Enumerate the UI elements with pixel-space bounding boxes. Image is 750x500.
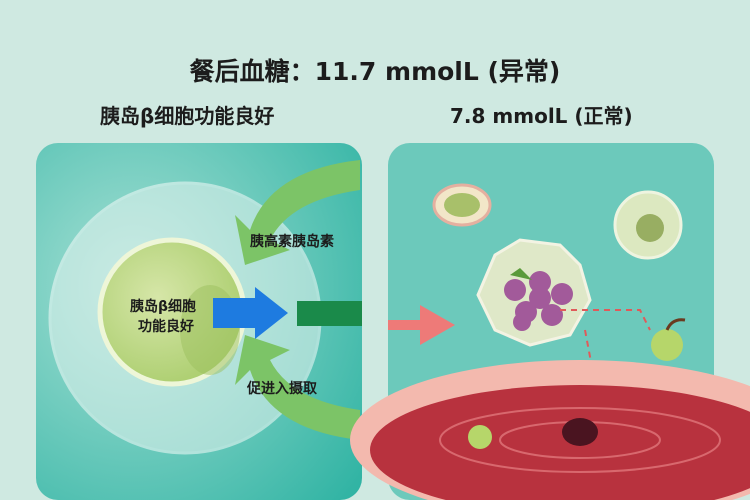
blue-arrow <box>213 287 288 339</box>
arrow-top-label: 胰高素胰岛素 <box>250 234 334 250</box>
left-subtitle: 胰岛β细胞功能良好 <box>100 104 275 128</box>
pink-arrow <box>388 305 455 345</box>
right-panel <box>350 143 750 500</box>
left-panel <box>36 143 362 500</box>
arrow-bottom-label: 促进入摄取 <box>247 381 317 397</box>
bottom-curved-arrow <box>235 335 360 440</box>
cell-label-line2: 功能良好 <box>138 319 194 335</box>
top-curved-arrow <box>235 160 360 265</box>
right-subtitle: 7.8 mmolL (正常) <box>450 104 633 128</box>
page-title: 餐后血糖：11.7 mmolL (异常) <box>189 57 561 86</box>
cell-label-line1: 胰岛β细胞 <box>130 299 197 315</box>
green-bar <box>297 301 362 326</box>
